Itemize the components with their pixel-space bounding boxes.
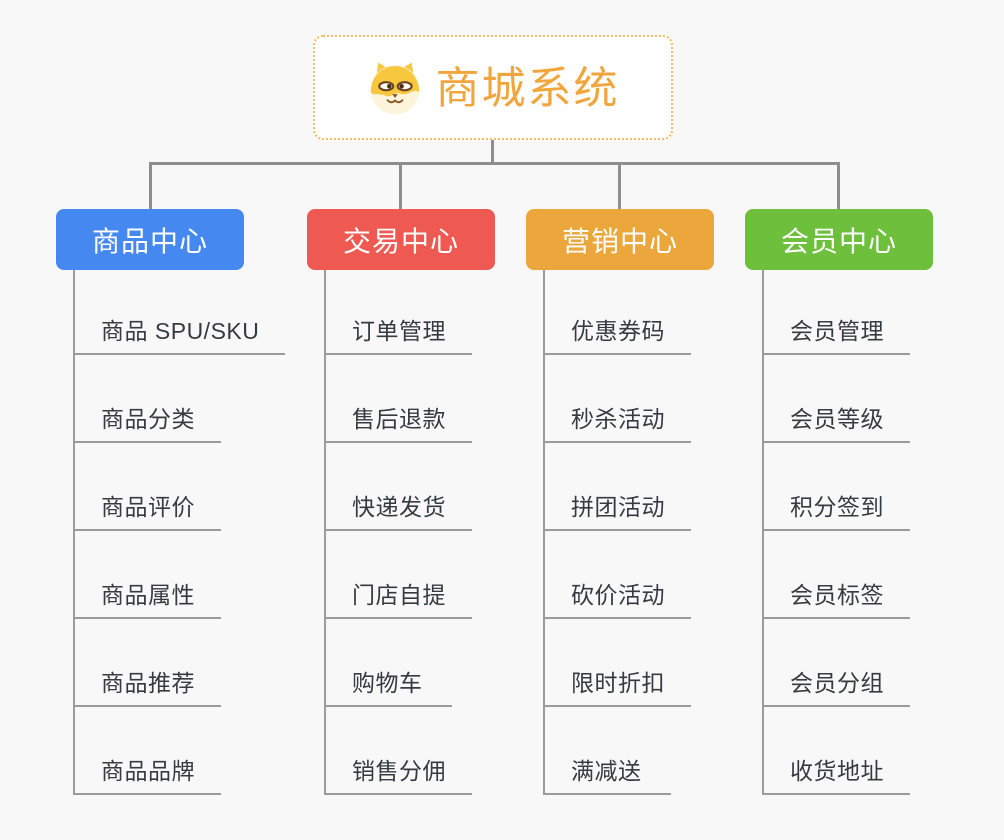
connector-drop-market <box>618 163 621 210</box>
mindmap-node[interactable]: 会员管理 <box>762 270 910 355</box>
branch-header-marketing[interactable]: 营销中心 <box>526 209 714 270</box>
mindmap-node[interactable]: 门店自提 <box>324 531 472 619</box>
mindmap-node[interactable]: 商品属性 <box>73 531 221 619</box>
branch-header-member[interactable]: 会员中心 <box>745 209 933 270</box>
mindmap-node[interactable]: 订单管理 <box>324 270 472 355</box>
connector-drop-member <box>837 163 840 210</box>
mindmap-node[interactable]: 优惠券码 <box>543 270 691 355</box>
mindmap-node[interactable]: 商品品牌 <box>73 707 221 795</box>
branch-header-product[interactable]: 商品中心 <box>56 209 244 270</box>
branch-trade: 交易中心 订单管理 售后退款 快递发货 门店自提 购物车 销售分佣 <box>307 209 495 795</box>
branch-items-product: 商品 SPU/SKU 商品分类 商品评价 商品属性 商品推荐 商品品牌 <box>73 270 286 795</box>
mindmap-node[interactable]: 商品评价 <box>73 443 221 531</box>
connector-drop-product <box>149 163 152 210</box>
mindmap-node[interactable]: 积分签到 <box>762 443 910 531</box>
mindmap-node[interactable]: 会员分组 <box>762 619 910 707</box>
branch-items-marketing: 优惠券码 秒杀活动 拼团活动 砍价活动 限时折扣 满减送 <box>543 270 714 795</box>
mindmap-node[interactable]: 砍价活动 <box>543 531 691 619</box>
branch-header-trade[interactable]: 交易中心 <box>307 209 495 270</box>
root-title: 商城系统 <box>435 63 620 113</box>
connector-root-stem <box>491 140 494 165</box>
branch-items-member: 会员管理 会员等级 积分签到 会员标签 会员分组 收货地址 <box>762 270 933 795</box>
mindmap-node[interactable]: 收货地址 <box>762 707 910 795</box>
mindmap-node[interactable]: 会员标签 <box>762 531 910 619</box>
dog-face-icon <box>370 62 419 114</box>
connector-bus <box>149 162 840 165</box>
mindmap-node[interactable]: 购物车 <box>324 619 452 707</box>
branch-product: 商品中心 商品 SPU/SKU 商品分类 商品评价 商品属性 商品推荐 商品品牌 <box>56 209 286 795</box>
branch-member: 会员中心 会员管理 会员等级 积分签到 会员标签 会员分组 收货地址 <box>745 209 933 795</box>
mindmap-node[interactable]: 满减送 <box>543 707 671 795</box>
root-node[interactable]: 商城系统 <box>313 35 673 140</box>
mindmap-node[interactable]: 快递发货 <box>324 443 472 531</box>
mindmap-node[interactable]: 商品推荐 <box>73 619 221 707</box>
branch-items-trade: 订单管理 售后退款 快递发货 门店自提 购物车 销售分佣 <box>324 270 495 795</box>
mindmap-node[interactable]: 会员等级 <box>762 355 910 443</box>
mindmap-node[interactable]: 商品 SPU/SKU <box>73 270 286 355</box>
mindmap-node[interactable]: 拼团活动 <box>543 443 691 531</box>
mindmap-node[interactable]: 商品分类 <box>73 355 221 443</box>
connector-drop-trade <box>399 163 402 210</box>
mindmap-node[interactable]: 秒杀活动 <box>543 355 691 443</box>
mindmap-node[interactable]: 销售分佣 <box>324 707 472 795</box>
mindmap-node[interactable]: 限时折扣 <box>543 619 691 707</box>
branch-marketing: 营销中心 优惠券码 秒杀活动 拼团活动 砍价活动 限时折扣 满减送 <box>526 209 714 795</box>
mindmap-node[interactable]: 售后退款 <box>324 355 472 443</box>
